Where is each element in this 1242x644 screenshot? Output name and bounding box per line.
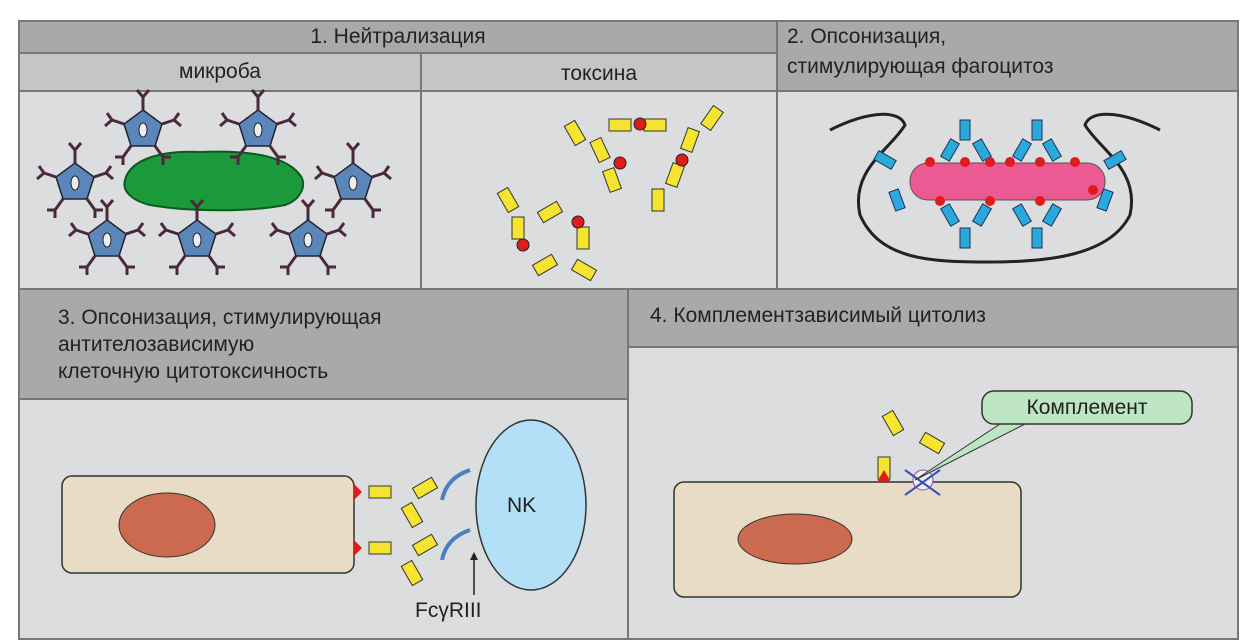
header-1: [19, 21, 777, 53]
header-4: [628, 289, 1238, 347]
panel3-title-line1: 3. Опсонизация, стимулирующая: [58, 306, 382, 329]
nk-label: NK: [507, 494, 537, 517]
panel1-title: 1. Нейтрализация: [310, 25, 486, 48]
callout-label: Комплемент: [1026, 396, 1148, 419]
phagocyte-membrane: [829, 112, 1161, 264]
target-nucleus: [118, 492, 216, 558]
nk-cell: [475, 419, 587, 591]
panel2-title-line2: стимулирующая фагоцитоз: [787, 55, 1054, 78]
panel3-title-line2: антителозависимую: [58, 333, 255, 356]
header-2: [777, 21, 1238, 91]
subheader-1: [19, 53, 777, 91]
callout-box: [981, 390, 1193, 425]
receptor-label: FcγRIII: [415, 599, 482, 622]
complement-antibody: [877, 409, 946, 496]
toxin-antibody-complexes: [496, 105, 724, 282]
microbe: [123, 150, 305, 212]
panel2-title-line1: 2. Опсонизация,: [787, 25, 947, 48]
header-3: [19, 289, 628, 399]
panel1-sub-toxin: токсина: [561, 62, 637, 85]
target-nucleus-lysis: [737, 513, 853, 565]
panel4-title: 4. Комплементзависимый цитолиз: [650, 304, 986, 327]
panel3-title-line3: клеточную цитотоксичность: [58, 360, 329, 383]
opsonizing-antibodies: [873, 119, 1127, 249]
bacterium: [909, 162, 1106, 201]
adcc-antibodies: [354, 468, 478, 595]
grid-lines: [18, 20, 1239, 640]
panel1-sub-microbe: микроба: [179, 60, 261, 83]
